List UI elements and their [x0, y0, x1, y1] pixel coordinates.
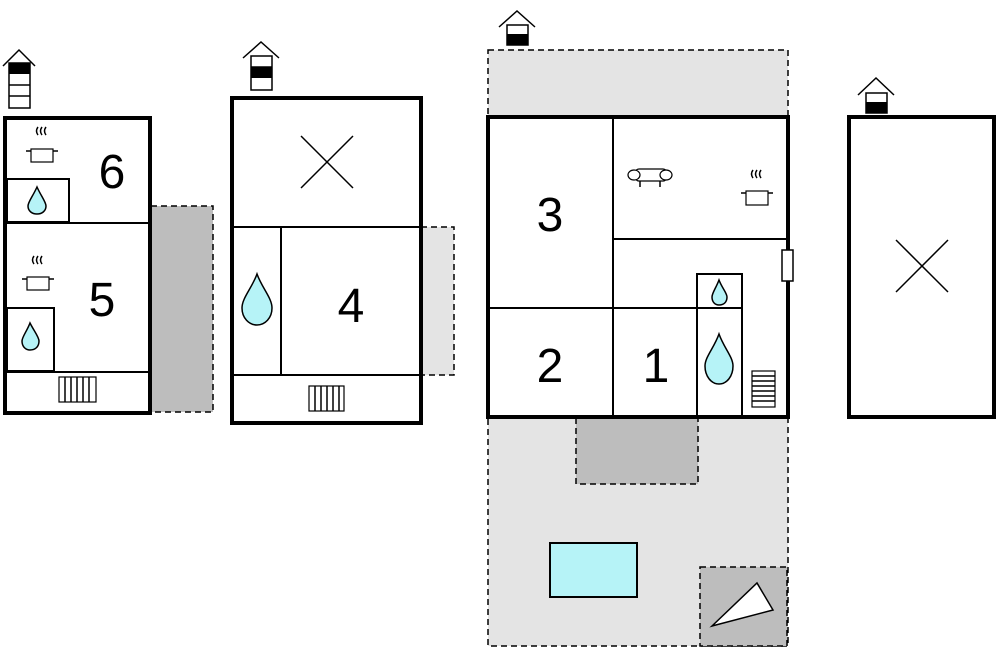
room-label-2: 2: [537, 340, 564, 393]
bathroom: [6, 178, 70, 223]
terrace: [150, 205, 214, 413]
terrace: [420, 226, 455, 376]
floor-level-icon: [242, 40, 280, 91]
stairs-icon: [751, 370, 776, 408]
room-label-6: 6: [99, 146, 126, 199]
bathroom: [696, 273, 743, 418]
terrace: [575, 417, 699, 485]
radiator-icon: [58, 376, 97, 403]
sofa-icon: [627, 168, 673, 187]
floor-b: 4: [230, 40, 455, 425]
door-icon: [781, 249, 794, 282]
parking-icon: [699, 566, 788, 647]
floor-level-icon: [857, 76, 895, 114]
bathroom: [6, 307, 55, 372]
floor-c: 3 2 1: [486, 9, 794, 647]
room-label-1: 1: [643, 340, 670, 393]
room-label-3: 3: [537, 189, 564, 242]
water-drop-icon: [704, 331, 734, 385]
cooking-pot-icon: [741, 169, 773, 206]
floor-d: [847, 76, 996, 419]
floor-level-icon: [498, 9, 536, 46]
floor-level-icon: [2, 48, 36, 109]
floor-outline: [847, 115, 996, 419]
radiator-icon: [308, 385, 345, 412]
floor-outline: [230, 96, 423, 425]
water-drop-icon: [21, 321, 40, 351]
room-label-5: 5: [89, 274, 116, 327]
water-drop-icon: [27, 185, 47, 215]
cooking-pot-icon: [26, 126, 58, 163]
floor-a: 6 5: [2, 48, 214, 415]
floor-outline: [3, 116, 152, 415]
cooking-pot-icon: [22, 255, 54, 291]
water-drop-icon: [711, 277, 728, 306]
void-x-icon: [895, 239, 949, 293]
void-x-icon: [300, 135, 354, 189]
water-drop-icon: [241, 271, 273, 326]
outdoor-area: [487, 49, 789, 118]
pool-icon: [549, 542, 638, 598]
room-label-4: 4: [338, 280, 365, 333]
